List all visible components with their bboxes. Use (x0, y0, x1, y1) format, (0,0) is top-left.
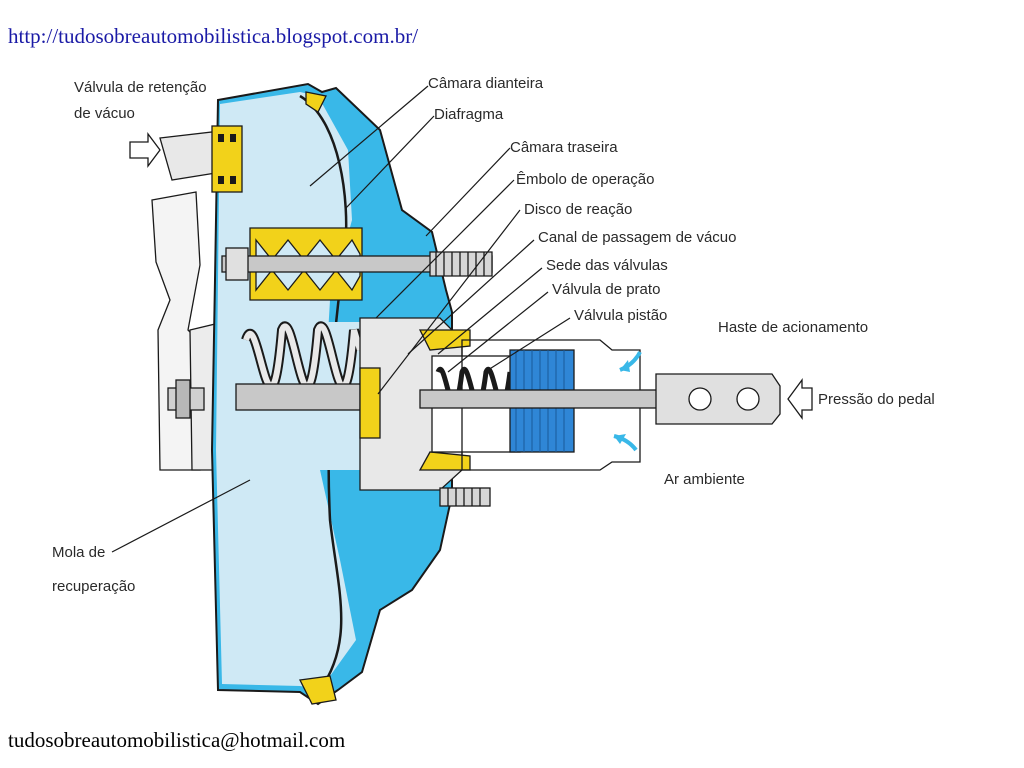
pedal-arrow-icon (787, 378, 813, 420)
label-valvula-prato: Válvula de prato (552, 281, 660, 298)
label-pressao-pedal: Pressão do pedal (818, 391, 935, 408)
label-canal-vacuo: Canal de passagem de vácuo (538, 229, 736, 246)
contact-email[interactable]: tudosobreautomobilistica@hotmail.com (8, 728, 346, 752)
front-shell-edge (299, 91, 337, 705)
inlet-arrow-icon (129, 132, 161, 168)
actuating-rod (419, 373, 813, 425)
label-sede-valvulas: Sede das válvulas (546, 257, 668, 274)
leader-lines (111, 85, 571, 553)
return-spring (167, 321, 437, 470)
label-camara-dianteira: Câmara dianteira (428, 75, 544, 92)
label-embolo-operacao: Êmbolo de operação (516, 171, 654, 188)
label-camara-traseira: Câmara traseira (510, 139, 618, 156)
label-valvula-retencao-line2: de vácuo (74, 105, 135, 122)
air-flow-arrows (613, 351, 642, 452)
label-mola-line1: Mola de (52, 544, 105, 561)
label-valvula-retencao-line1: Válvula de retenção (74, 79, 207, 96)
upper-bellows (221, 227, 493, 301)
label-mola-line2: recuperação (52, 578, 135, 595)
reaction-disc (359, 367, 381, 439)
labels: Válvula de retenção de vácuo Câmara dian… (52, 75, 935, 595)
vacuum-check-valve (129, 125, 243, 193)
label-ar-ambiente: Ar ambiente (664, 471, 745, 488)
source-url[interactable]: http://tudosobreautomobilistica.blogspot… (8, 24, 419, 48)
label-diafragma: Diafragma (434, 106, 504, 123)
label-valvula-pistao: Válvula pistão (574, 307, 667, 324)
label-disco-reacao: Disco de reação (524, 201, 632, 218)
label-haste-acionamento: Haste de acionamento (718, 319, 868, 336)
lower-stud (439, 487, 491, 507)
clevis (655, 373, 781, 425)
